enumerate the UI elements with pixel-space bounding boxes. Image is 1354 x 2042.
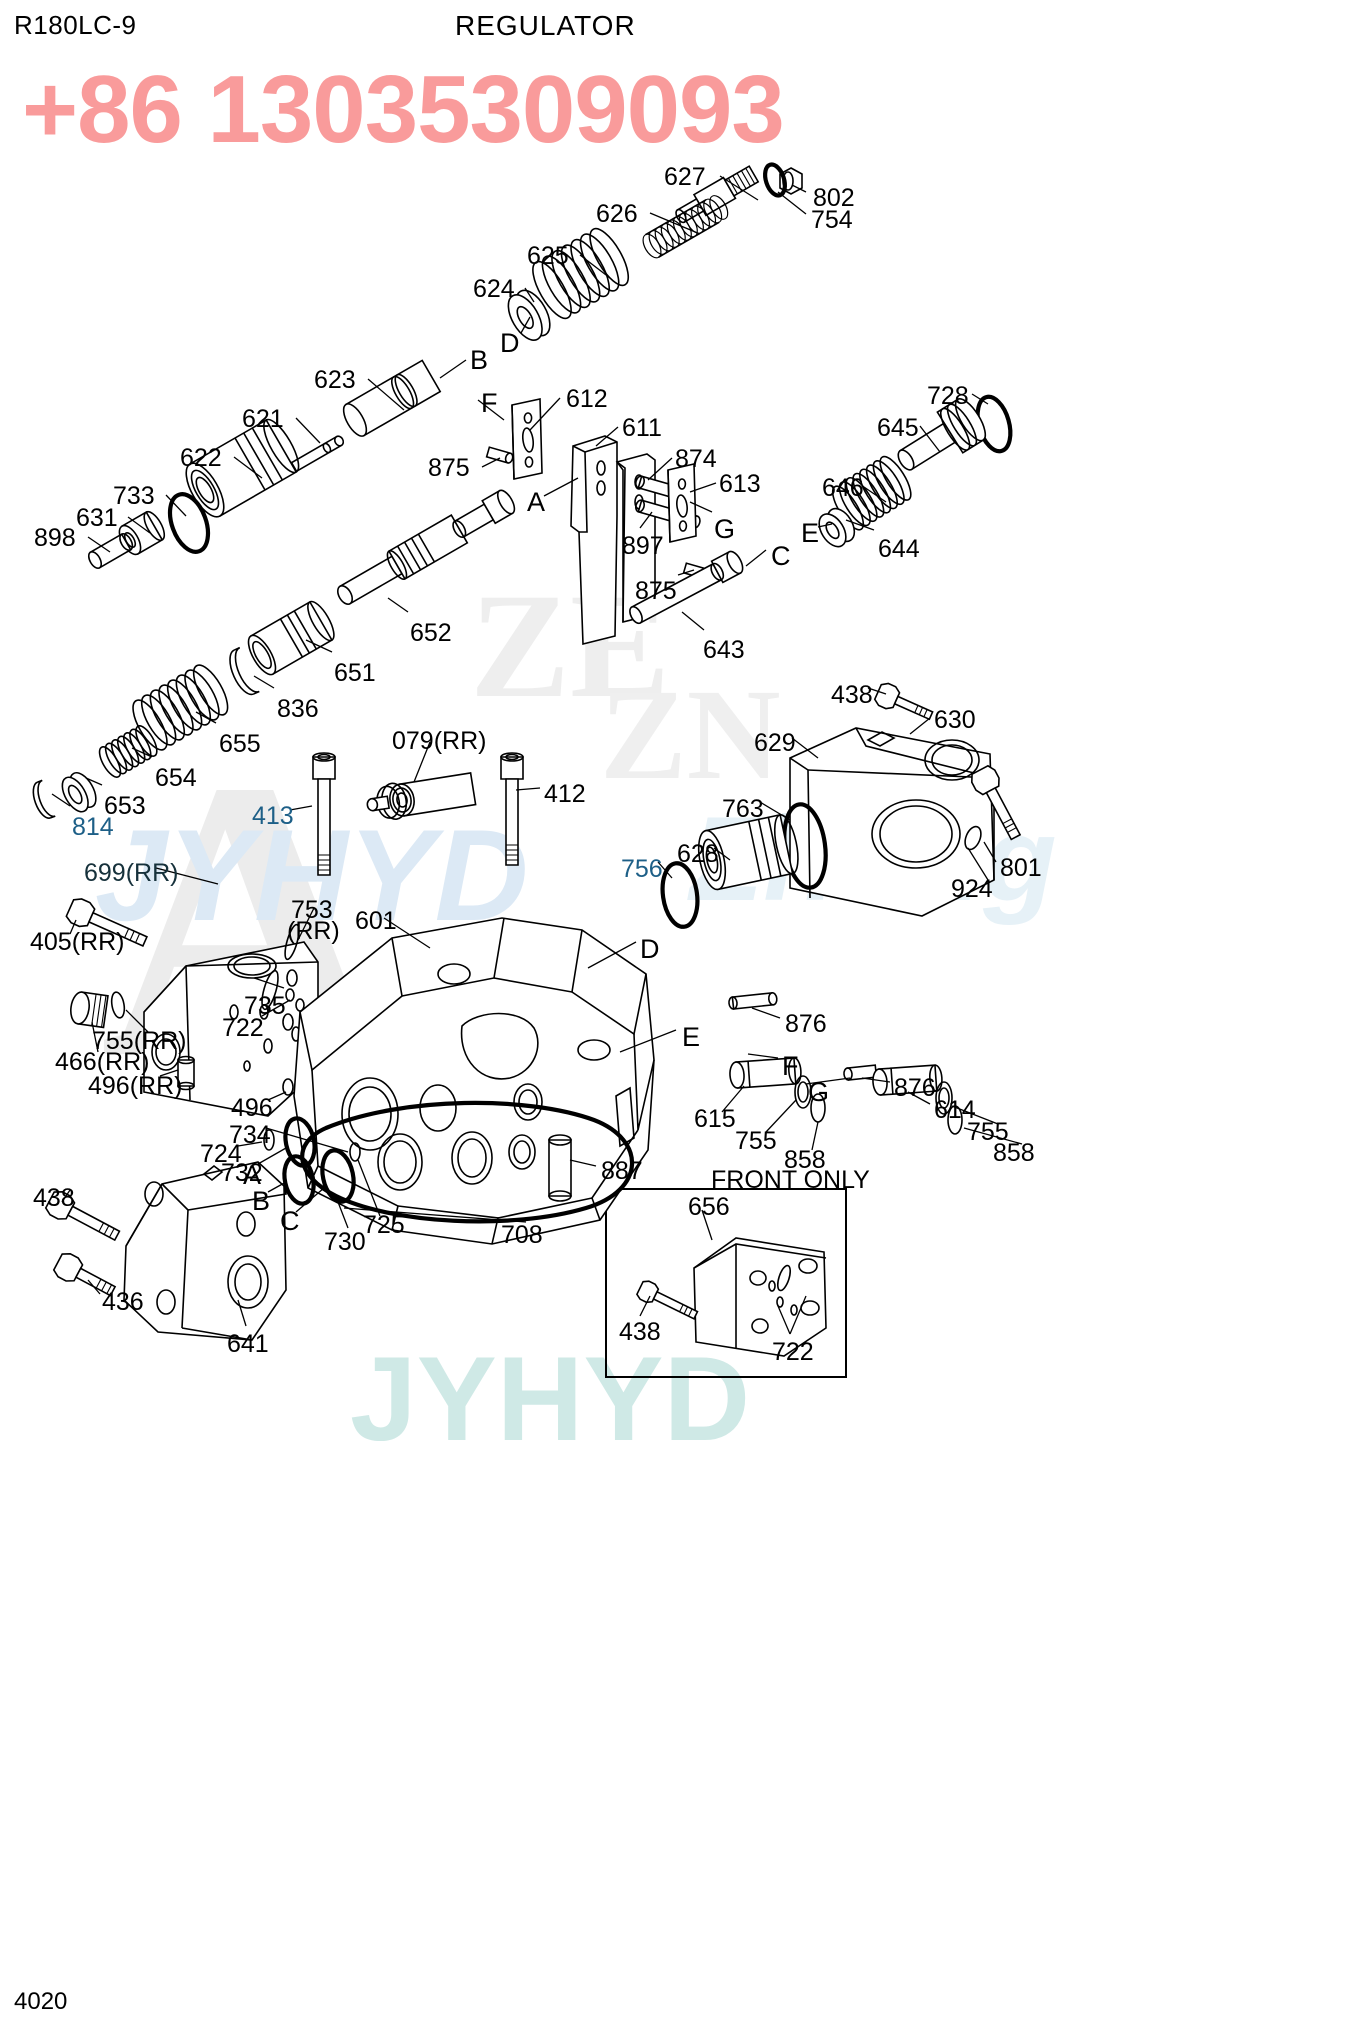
callout-630: 630 (934, 706, 976, 734)
callout-875: 875 (428, 454, 470, 482)
callout-643: 643 (703, 636, 745, 664)
callout-626: 626 (596, 200, 638, 228)
callout-802: 802 (813, 184, 855, 212)
callout-623: 623 (314, 366, 356, 394)
callout-601: 601 (355, 907, 397, 935)
callout-613: 613 (719, 470, 761, 498)
callout-887: 887 (601, 1157, 643, 1185)
callout-611: 611 (622, 414, 662, 442)
callout-436: 436 (102, 1288, 144, 1316)
inset-callout-722: 722 (772, 1338, 814, 1366)
callout-924: 924 (951, 875, 993, 903)
callout-g: G (714, 514, 736, 544)
callout-755: 755 (735, 1127, 777, 1155)
callout-755rr: 755(RR) (92, 1027, 187, 1055)
callout-733: 733 (113, 482, 155, 510)
callout-836: 836 (277, 695, 319, 723)
inset-callout-438: 438 (619, 1318, 661, 1346)
callout-730: 730 (324, 1228, 366, 1256)
callout-801: 801 (1000, 854, 1042, 882)
callout-625: 625 (527, 242, 569, 270)
callout-621: 621 (242, 405, 284, 433)
callout-b: B (470, 345, 489, 375)
callout-644: 644 (878, 535, 920, 563)
callout-496: 496 (231, 1094, 273, 1122)
callout-a: A (243, 1160, 262, 1190)
callout-622: 622 (180, 444, 222, 472)
callout-725: 725 (363, 1211, 405, 1239)
sheet-number: 4020 (14, 1988, 68, 2015)
callout-496rr: 496(RR) (88, 1072, 183, 1100)
callout-641: 641 (227, 1330, 269, 1358)
callout-c: C (771, 541, 791, 571)
callout-734: 734 (229, 1121, 271, 1149)
callout-g: G (808, 1077, 830, 1107)
callout-d: D (640, 934, 660, 964)
callout-627: 627 (664, 163, 706, 191)
callout-612: 612 (566, 385, 608, 413)
callout-753: 753 (291, 896, 333, 924)
front-only-inset-box (605, 1188, 847, 1378)
callout-438: 438 (33, 1184, 75, 1212)
callout-f: F (782, 1051, 799, 1081)
callout-614: 614 (934, 1096, 976, 1124)
callout-466rr: 466(RR) (55, 1048, 150, 1076)
callout-756: 756 (621, 855, 663, 883)
callout-699rr: 699(RR) (84, 859, 179, 887)
callout-876: 876 (785, 1010, 827, 1038)
callout-651: 651 (334, 659, 376, 687)
callout-438: 438 (831, 681, 873, 709)
callout-631: 631 (76, 504, 118, 532)
callout-653: 653 (104, 792, 146, 820)
callout-652: 652 (410, 619, 452, 647)
callout-754: 754 (811, 206, 853, 234)
callout-b: B (252, 1186, 271, 1216)
callout-858: 858 (784, 1146, 826, 1174)
callout-629: 629 (754, 729, 796, 757)
callout-755: 755 (967, 1118, 1009, 1146)
callout-728: 728 (927, 382, 969, 410)
callout-814: 814 (72, 813, 114, 841)
callout-f: F (481, 388, 498, 418)
callout-724: 724 (200, 1140, 242, 1168)
front-only-label: FRONT ONLY (711, 1166, 870, 1194)
callout-615: 615 (694, 1105, 736, 1133)
callout-654: 654 (155, 764, 197, 792)
inset-callout-656: 656 (688, 1193, 730, 1221)
callout-d: D (500, 328, 520, 358)
callout-722: 722 (222, 1014, 264, 1042)
callout-875: 875 (635, 577, 677, 605)
callout-655: 655 (219, 730, 261, 758)
callout-732: 732 (221, 1159, 263, 1187)
page-title: REGULATOR (455, 10, 636, 41)
callout-rr: (RR) (287, 917, 340, 945)
callout-412: 412 (544, 780, 586, 808)
callout-874: 874 (675, 445, 717, 473)
callout-c: C (280, 1206, 300, 1236)
callout-624: 624 (473, 275, 515, 303)
watermark-phone: +86 13035309093 (22, 56, 785, 163)
callout-e: E (682, 1022, 701, 1052)
callout-645: 645 (877, 414, 919, 442)
callout-897: 897 (622, 532, 664, 560)
callout-e: E (801, 518, 820, 548)
callout-a: A (527, 487, 546, 517)
callout-646: 646 (822, 474, 864, 502)
callout-876: 876 (894, 1074, 936, 1102)
callout-858: 858 (993, 1139, 1035, 1167)
callout-763: 763 (722, 795, 764, 823)
callout-708: 708 (501, 1221, 543, 1249)
callout-628: 628 (677, 840, 719, 868)
callout-405rr: 405(RR) (30, 928, 125, 956)
callout-735: 735 (244, 992, 286, 1020)
callout-079rr: 079(RR) (392, 727, 487, 755)
model-code: R180LC-9 (14, 10, 137, 40)
callout-413: 413 (252, 802, 294, 830)
callout-898: 898 (34, 524, 76, 552)
